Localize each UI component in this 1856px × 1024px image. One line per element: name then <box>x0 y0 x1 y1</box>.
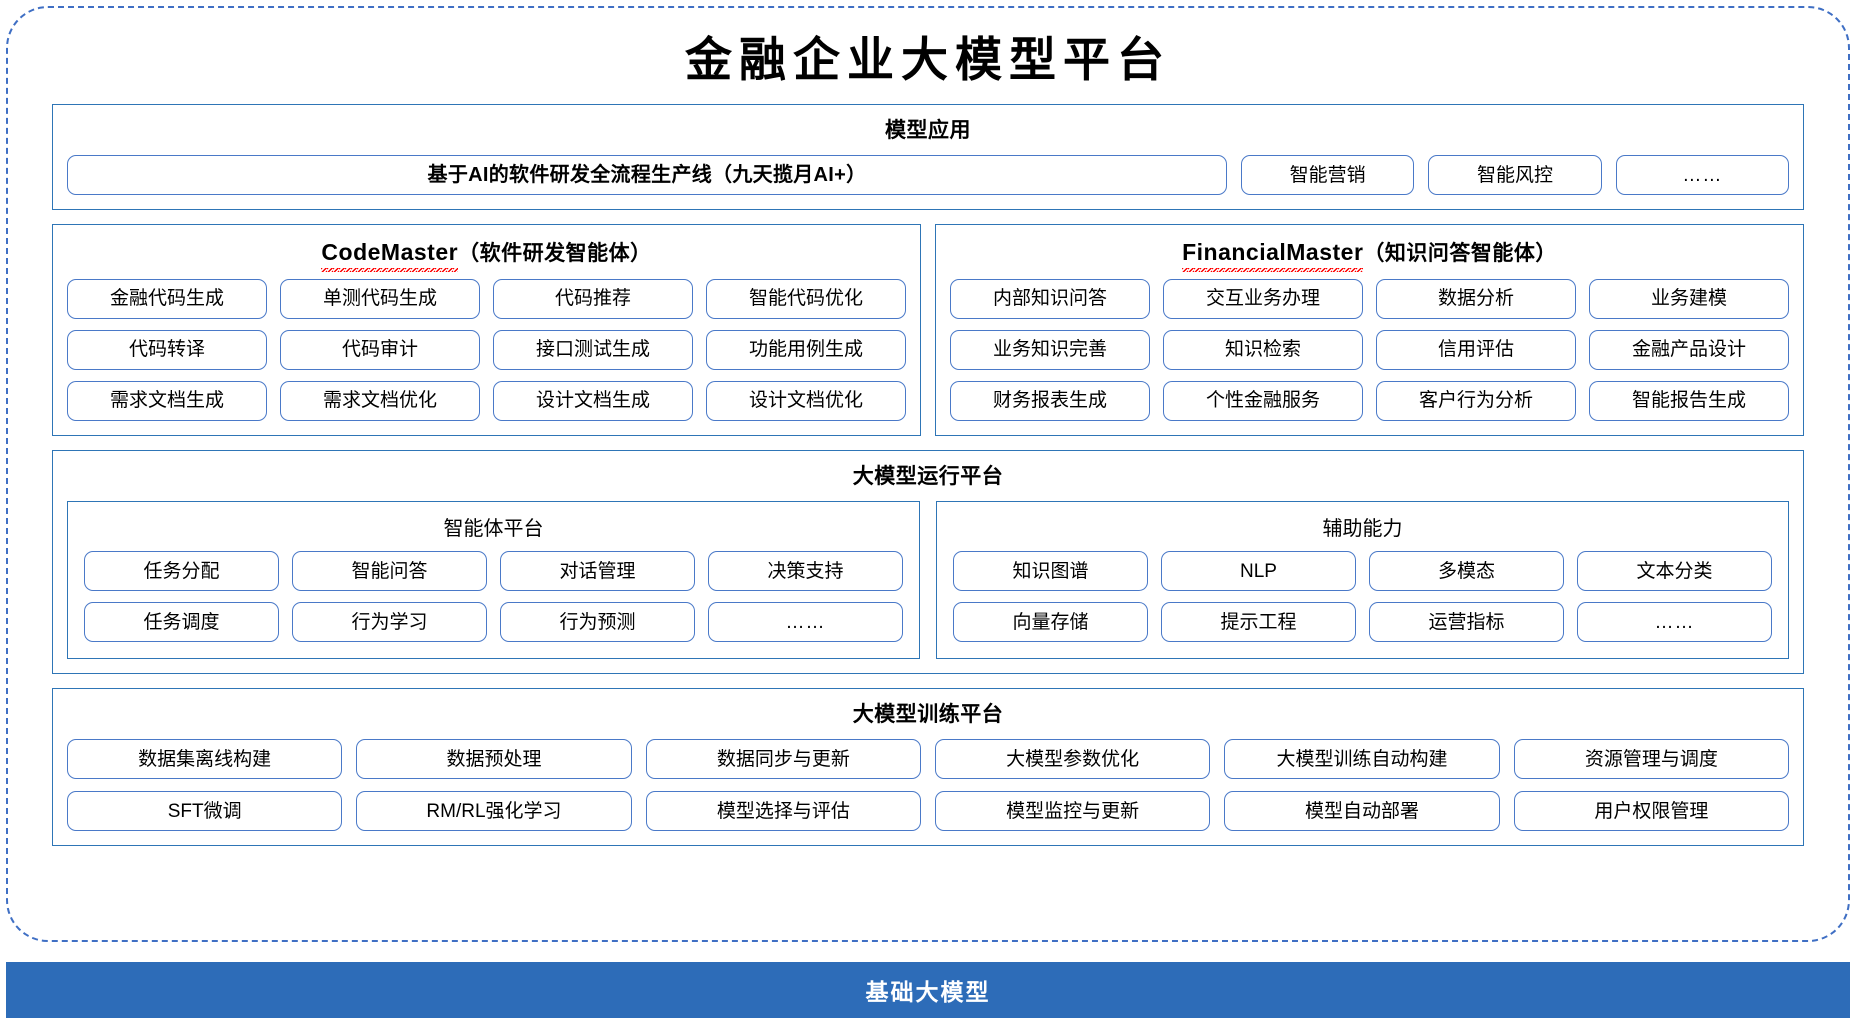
training-chip-1[interactable]: 数据集离线构建 <box>67 739 343 780</box>
financialmaster-chip-12[interactable]: 智能报告生成 <box>1589 380 1789 421</box>
financialmaster-name-cn: （知识问答智能体） <box>1363 242 1557 266</box>
model-application-items: 基于AI的软件研发全流程生产线（九天揽月AI+） 智能营销 智能风控 …… <box>67 155 1789 196</box>
agents-row: CodeMaster（软件研发智能体） 金融代码生成 单测代码生成 代码推荐 智… <box>52 224 1804 436</box>
platform-outer-frame: 金融企业大模型平台 模型应用 基于AI的软件研发全流程生产线（九天揽月AI+） … <box>6 6 1850 942</box>
runtime-subpanels: 智能体平台 任务分配 智能问答 对话管理 决策支持 任务调度 行为学习 行为预测… <box>67 501 1789 660</box>
auxiliary-chip-4[interactable]: 文本分类 <box>1577 551 1772 592</box>
section-financialmaster: FinancialMaster（知识问答智能体） 内部知识问答 交互业务办理 数… <box>935 224 1804 436</box>
codemaster-chip-10[interactable]: 需求文档优化 <box>280 380 480 421</box>
financialmaster-capability-grid: 内部知识问答 交互业务办理 数据分析 业务建模 业务知识完善 知识检索 信用评估… <box>950 278 1789 421</box>
agent-platform-chip-6[interactable]: 行为学习 <box>292 602 487 643</box>
agent-platform-chip-7[interactable]: 行为预测 <box>500 602 695 643</box>
base-model-label: 基础大模型 <box>865 979 991 1005</box>
codemaster-chip-11[interactable]: 设计文档生成 <box>493 380 693 421</box>
financialmaster-chip-10[interactable]: 个性金融服务 <box>1163 380 1363 421</box>
agent-platform-chip-3[interactable]: 对话管理 <box>500 551 695 592</box>
auxiliary-chip-more[interactable]: …… <box>1577 602 1772 643</box>
financialmaster-name-en: FinancialMaster <box>1182 237 1364 273</box>
agent-platform-chip-1[interactable]: 任务分配 <box>84 551 279 592</box>
auxiliary-capability-grid: 知识图谱 NLP 多模态 文本分类 向量存储 提示工程 运营指标 …… <box>953 551 1772 643</box>
financialmaster-chip-5[interactable]: 业务知识完善 <box>950 329 1150 370</box>
training-chip-11[interactable]: 模型自动部署 <box>1224 791 1500 832</box>
section-title-runtime-platform: 大模型运行平台 <box>852 464 1004 488</box>
training-chip-8[interactable]: RM/RL强化学习 <box>356 791 632 832</box>
section-model-application: 模型应用 基于AI的软件研发全流程生产线（九天揽月AI+） 智能营销 智能风控 … <box>52 104 1804 211</box>
auxiliary-chip-1[interactable]: 知识图谱 <box>953 551 1148 592</box>
training-chip-5[interactable]: 大模型训练自动构建 <box>1224 739 1500 780</box>
financialmaster-chip-3[interactable]: 数据分析 <box>1376 278 1576 319</box>
training-chip-10[interactable]: 模型监控与更新 <box>935 791 1211 832</box>
codemaster-chip-7[interactable]: 接口测试生成 <box>493 329 693 370</box>
app-chip-smart-marketing[interactable]: 智能营销 <box>1241 155 1415 196</box>
auxiliary-chip-5[interactable]: 向量存储 <box>953 602 1148 643</box>
page-title: 金融企业大模型平台 <box>685 35 1171 87</box>
codemaster-chip-12[interactable]: 设计文档优化 <box>706 380 906 421</box>
financialmaster-chip-1[interactable]: 内部知识问答 <box>950 278 1150 319</box>
codemaster-chip-8[interactable]: 功能用例生成 <box>706 329 906 370</box>
section-title-financialmaster: FinancialMaster（知识问答智能体） <box>950 235 1789 278</box>
auxiliary-chip-6[interactable]: 提示工程 <box>1161 602 1356 643</box>
auxiliary-chip-7[interactable]: 运营指标 <box>1369 602 1564 643</box>
financialmaster-chip-7[interactable]: 信用评估 <box>1376 329 1576 370</box>
financialmaster-chip-2[interactable]: 交互业务办理 <box>1163 278 1363 319</box>
financialmaster-chip-4[interactable]: 业务建模 <box>1589 278 1789 319</box>
codemaster-chip-5[interactable]: 代码转译 <box>67 329 267 370</box>
codemaster-chip-4[interactable]: 智能代码优化 <box>706 278 906 319</box>
base-model-band: 基础大模型 <box>6 962 1850 1018</box>
agent-platform-chip-2[interactable]: 智能问答 <box>292 551 487 592</box>
section-codemaster: CodeMaster（软件研发智能体） 金融代码生成 单测代码生成 代码推荐 智… <box>52 224 921 436</box>
section-runtime-platform: 大模型运行平台 智能体平台 任务分配 智能问答 对话管理 决策支持 任务调度 行… <box>52 449 1804 675</box>
codemaster-capability-grid: 金融代码生成 单测代码生成 代码推荐 智能代码优化 代码转译 代码审计 接口测试… <box>67 278 906 421</box>
agent-platform-chip-more[interactable]: …… <box>708 602 903 643</box>
section-title-codemaster: CodeMaster（软件研发智能体） <box>67 235 906 278</box>
training-chip-4[interactable]: 大模型参数优化 <box>935 739 1211 780</box>
auxiliary-chip-2[interactable]: NLP <box>1161 551 1356 592</box>
subpanel-auxiliary-capability: 辅助能力 知识图谱 NLP 多模态 文本分类 向量存储 提示工程 运营指标 …… <box>936 501 1789 660</box>
codemaster-name-en: CodeMaster <box>321 237 458 273</box>
agent-platform-grid: 任务分配 智能问答 对话管理 决策支持 任务调度 行为学习 行为预测 …… <box>84 551 903 643</box>
codemaster-name-cn: （软件研发智能体） <box>458 242 652 266</box>
codemaster-chip-1[interactable]: 金融代码生成 <box>67 278 267 319</box>
training-chip-3[interactable]: 数据同步与更新 <box>645 739 921 780</box>
training-chip-6[interactable]: 资源管理与调度 <box>1513 739 1789 780</box>
financialmaster-chip-8[interactable]: 金融产品设计 <box>1589 329 1789 370</box>
agent-platform-chip-4[interactable]: 决策支持 <box>708 551 903 592</box>
codemaster-chip-9[interactable]: 需求文档生成 <box>67 380 267 421</box>
training-chip-7[interactable]: SFT微调 <box>67 791 343 832</box>
app-chip-smart-risk-control[interactable]: 智能风控 <box>1428 155 1602 196</box>
financialmaster-chip-9[interactable]: 财务报表生成 <box>950 380 1150 421</box>
codemaster-chip-2[interactable]: 单测代码生成 <box>280 278 480 319</box>
agent-platform-chip-5[interactable]: 任务调度 <box>84 602 279 643</box>
section-title-model-application: 模型应用 <box>885 119 971 143</box>
training-chip-9[interactable]: 模型选择与评估 <box>645 791 921 832</box>
codemaster-chip-6[interactable]: 代码审计 <box>280 329 480 370</box>
financialmaster-chip-6[interactable]: 知识检索 <box>1163 329 1363 370</box>
subpanel-agent-platform: 智能体平台 任务分配 智能问答 对话管理 决策支持 任务调度 行为学习 行为预测… <box>67 501 920 660</box>
section-training-platform: 大模型训练平台 数据集离线构建 数据预处理 数据同步与更新 大模型参数优化 大模… <box>52 688 1804 847</box>
subpanel-title-agent-platform: 智能体平台 <box>443 518 544 541</box>
codemaster-chip-3[interactable]: 代码推荐 <box>493 278 693 319</box>
training-chip-2[interactable]: 数据预处理 <box>356 739 632 780</box>
app-chip-more[interactable]: …… <box>1615 155 1789 196</box>
auxiliary-chip-3[interactable]: 多模态 <box>1369 551 1564 592</box>
training-platform-grid: 数据集离线构建 数据预处理 数据同步与更新 大模型参数优化 大模型训练自动构建 … <box>67 739 1789 832</box>
training-chip-12[interactable]: 用户权限管理 <box>1513 791 1789 832</box>
section-title-training-platform: 大模型训练平台 <box>852 703 1004 727</box>
app-chip-ai-dev-pipeline[interactable]: 基于AI的软件研发全流程生产线（九天揽月AI+） <box>67 155 1227 196</box>
subpanel-title-auxiliary-capability: 辅助能力 <box>1322 518 1403 541</box>
financialmaster-chip-11[interactable]: 客户行为分析 <box>1376 380 1576 421</box>
